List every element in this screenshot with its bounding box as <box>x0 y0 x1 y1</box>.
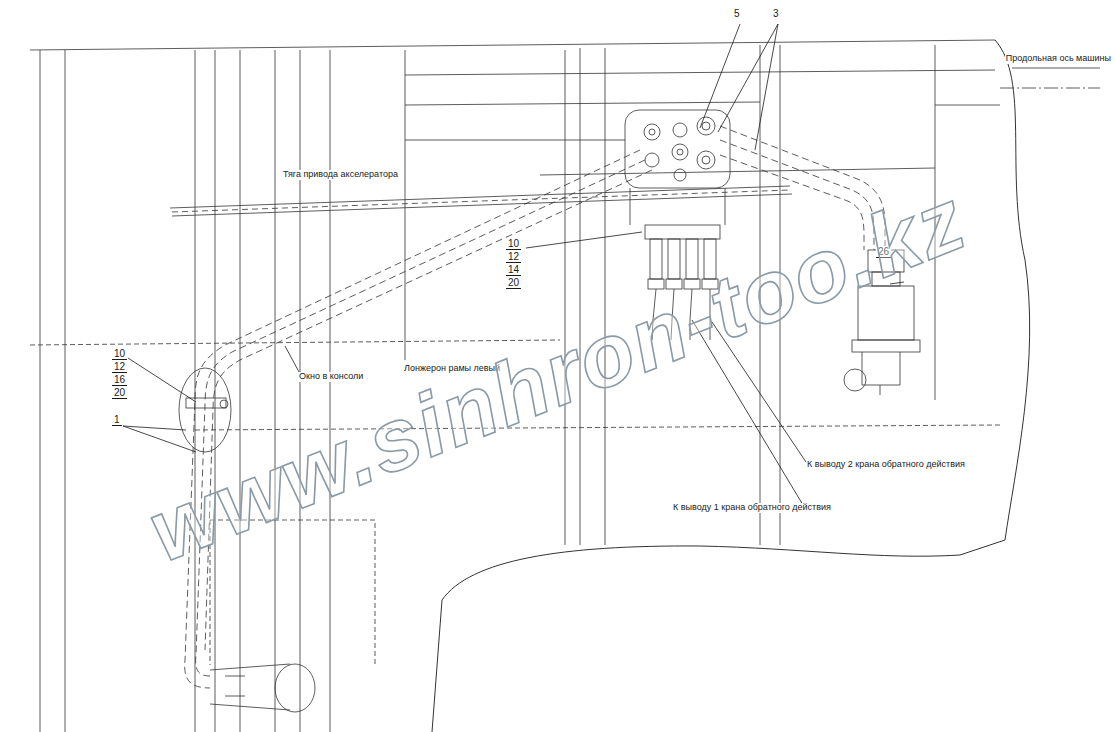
callout-number: 16 <box>112 374 127 386</box>
callout-number: 1 <box>112 414 122 426</box>
axis-label: Продольная ось машины <box>1005 54 1112 64</box>
callout-number: 10 <box>506 238 521 250</box>
note: К выводу 1 крана обратного действия <box>672 503 832 513</box>
watermark: www.sinhron-too.kz <box>135 170 978 580</box>
part-name: Тяга привода акселератора <box>282 170 399 180</box>
callout-number: 20 <box>506 277 521 289</box>
callout-number: 14 <box>506 264 521 276</box>
callout-number: 3 <box>772 8 780 19</box>
part-name: Окно в консоли <box>298 372 364 382</box>
callout-number: 20 <box>112 387 127 399</box>
note: К выводу 2 крана обратного действия <box>806 460 966 470</box>
callout-number: 5 <box>733 8 741 19</box>
callout-number: 12 <box>112 361 127 373</box>
callout-number: 10 <box>112 348 127 360</box>
callout-number: 12 <box>506 251 521 263</box>
